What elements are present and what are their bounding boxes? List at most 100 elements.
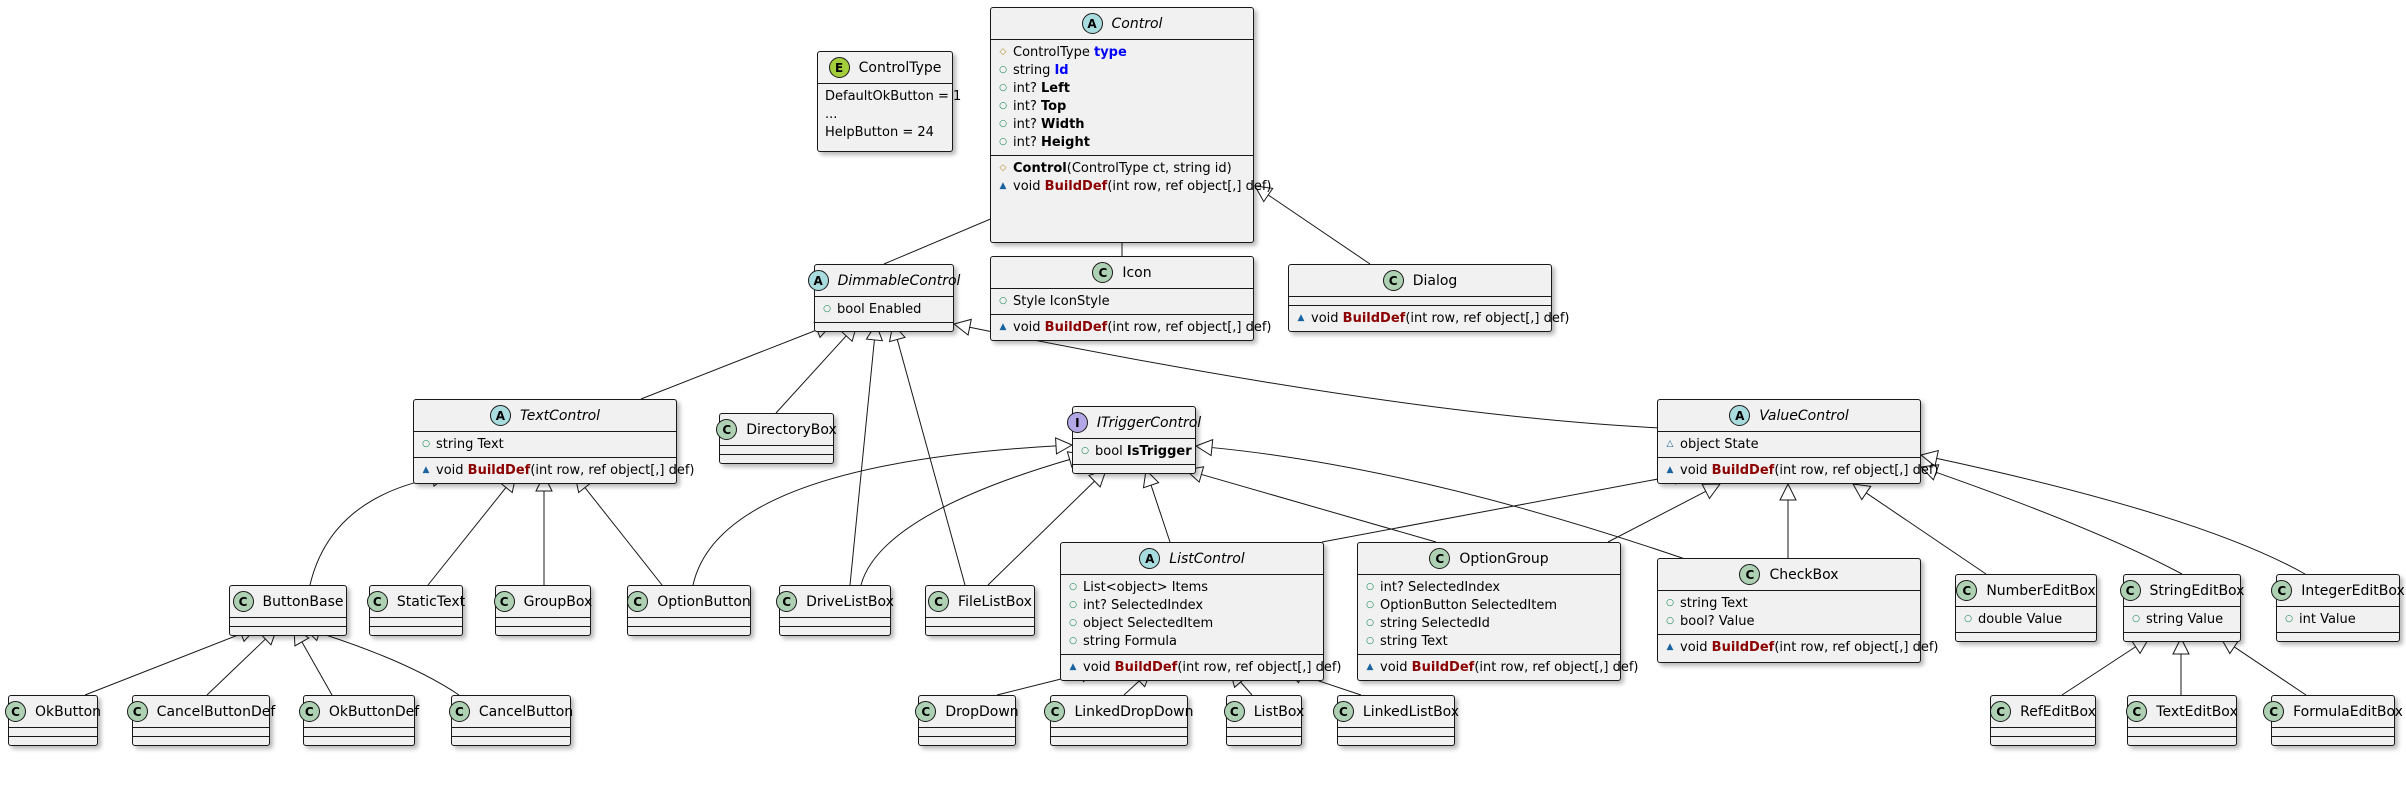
class-stereotype-icon: C [232,591,254,612]
methods-compartment: ▲void BuildDef(int row, ref object[,] de… [1658,458,1939,483]
methods-compartment: ▲void BuildDef(int row, ref object[,] de… [1358,655,1639,680]
inheritance-edge-value-control-to-dimmable-control [969,326,1661,429]
abstract-stereotype-icon: A [1081,13,1103,34]
member-text: void [436,462,468,478]
inheritance-edge-ok-button-to-button-base [84,633,242,696]
methods-compartment [1051,737,1187,745]
methods-compartment [919,737,1015,745]
public-visibility-icon: ○ [999,296,1007,306]
member-row: ▲void BuildDef(int row, ref object[,] de… [1665,461,1939,479]
fields-compartment [926,618,1034,627]
inheritance-edge-list-control-to-itrigger-control [1150,485,1171,543]
inheritance-edge-ref-edit-box-to-string-edit-box [2061,646,2136,696]
member-row: ○int? Top [998,97,1246,115]
member-row: ○string Value [2131,610,2233,628]
inheritance-edge-static-text-to-text-control [427,487,507,586]
class-stereotype-icon: C [1223,701,1245,722]
member-text: Left [1040,80,1070,96]
member-row: HelpButton = 24 [825,123,945,141]
member-row: ○double Value [1963,610,2089,628]
public-visibility-icon: ○ [422,439,430,449]
inheritance-edge-file-list-box-to-itrigger-control [987,480,1095,586]
member-text: bool [1095,443,1127,459]
class-name: OkButtonDef [328,703,420,720]
methods-compartment: ▲void BuildDef(int row, ref object[,] de… [1658,635,1939,660]
member-row: ○bool Enabled [822,300,946,318]
member-text: Height [1040,134,1090,150]
class-name: RefEditBox [2020,703,2096,720]
member-row: ○bool? Value [1665,612,1913,630]
public-visibility-icon: ○ [1069,618,1077,628]
member-text: (int row, ref object[,] def) [1774,462,1939,478]
package-visibility-icon: ▲ [1666,642,1674,652]
member-text: int? [1013,98,1041,114]
inheritance-edge-integer-edit-box-to-value-control [1936,457,2306,575]
class-stereotype-icon: C [1382,270,1404,291]
public-visibility-icon: ○ [999,83,1007,93]
fields-compartment: ○string Value [2124,607,2240,633]
fields-compartment [1051,728,1187,737]
class-name: NumberEditBox [1986,582,2096,599]
class-stereotype-icon: C [1739,564,1761,585]
class-name: OptionGroup [1459,550,1549,567]
class-stereotype-icon: C [1956,580,1978,601]
class-name: CancelButtonDef [156,703,276,720]
public-visibility-icon: ○ [999,119,1007,129]
package-visibility-icon: ▲ [999,181,1007,191]
fields-compartment: ○double Value [1956,607,2096,633]
class-name: CheckBox [1769,566,1839,583]
member-text: Style IconStyle [1013,293,1110,309]
member-text: DefaultOkButton = 1 [825,88,962,104]
member-text: string [1013,62,1055,78]
methods-compartment: ◇Control(ControlType ct, string id)▲void… [991,156,1272,199]
fields-compartment [1991,728,2095,737]
abstract-stereotype-icon: A [807,270,829,291]
inheritance-edge-ok-button-def-to-button-base [301,641,333,696]
methods-compartment: ▲void BuildDef(int row, ref object[,] de… [991,315,1272,340]
class-name: FileListBox [958,593,1032,610]
inheritance-arrowhead-icon [1919,449,1939,468]
fields-compartment [133,728,269,737]
inheritance-edge-text-control-to-dimmable-control [640,329,818,400]
public-visibility-icon: ○ [1069,636,1077,646]
member-text: int? [1013,134,1041,150]
member-text: string Formula [1083,633,1178,649]
member-text: ControlType [1013,44,1094,60]
inheritance-edge-option-button-to-itrigger-control [692,445,1057,586]
fields-compartment [919,728,1015,737]
class-name: GroupBox [523,593,593,610]
inheritance-edge-button-base-to-text-control [309,477,433,586]
methods-compartment [1991,737,2095,745]
public-visibility-icon: ○ [1366,618,1374,628]
package-visibility-icon: △ [1666,439,1674,449]
fields-compartment: ○bool IsTrigger [1073,439,1195,465]
inheritance-edge-option-group-to-value-control [1607,490,1707,543]
methods-compartment: ▲void BuildDef(int row, ref object[,] de… [414,458,695,483]
member-text: bool? Value [1680,613,1755,629]
methods-compartment [1227,737,1301,745]
member-row: ▲void BuildDef(int row, ref object[,] de… [421,461,695,479]
inheritance-arrowhead-icon [1779,482,1797,501]
member-text: void [1311,310,1343,326]
public-visibility-icon: ○ [1366,600,1374,610]
public-visibility-icon: ○ [1366,636,1374,646]
fields-compartment [720,446,833,455]
fields-compartment: ○string Text [414,432,676,458]
inheritance-arrowhead-icon [1852,483,1872,501]
fields-compartment: ○List<object> Items○int? SelectedIndex○o… [1061,575,1323,655]
